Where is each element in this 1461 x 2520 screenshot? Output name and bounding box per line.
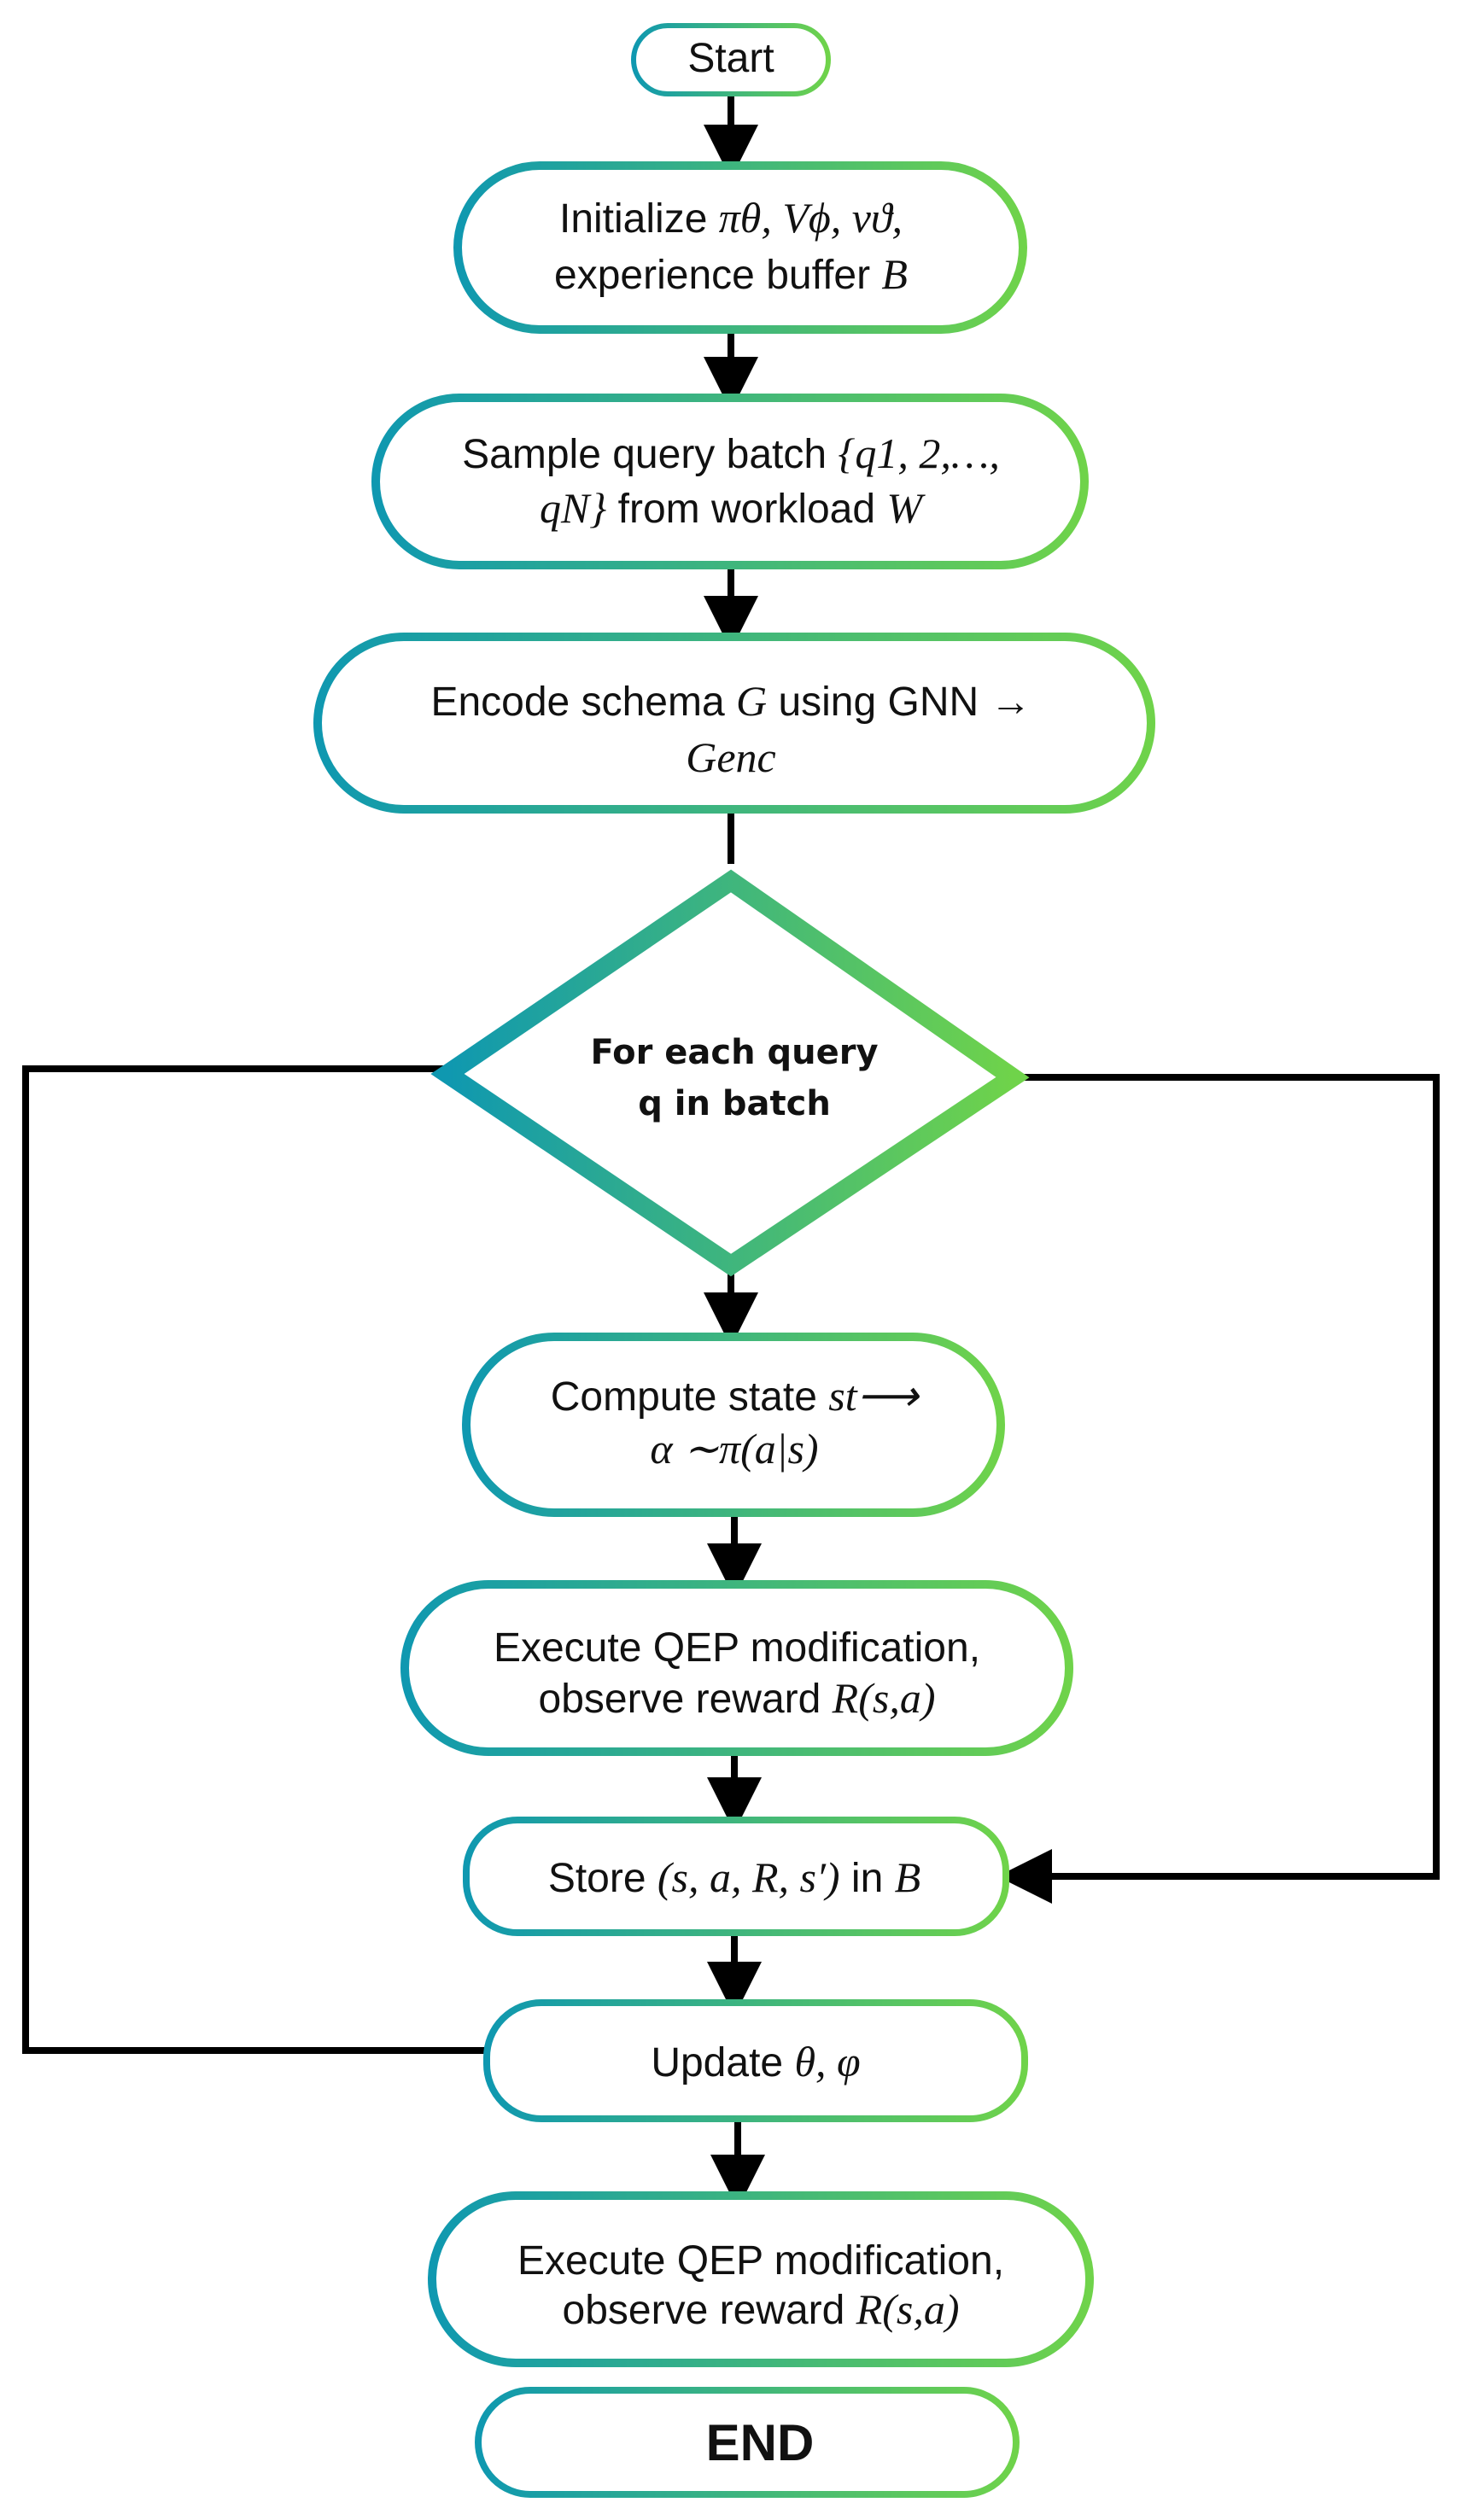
node-end-label: END <box>706 2414 815 2471</box>
node-update-line1: Update θ, φ <box>651 2038 860 2085</box>
node-execute-final-line1: Execute QEP modification, <box>517 2238 1004 2284</box>
node-compute-line1: Compute state st⟶ <box>551 1372 920 1420</box>
node-for-each-query-decision: For each query q in batch <box>430 869 1030 1277</box>
node-encode-schema: Encode schema G using GNN → Genc <box>313 633 1155 814</box>
node-loop-line2: q in batch <box>638 1084 831 1123</box>
node-sample-query-batch: Sample query batch {q1, 2,…, qN} from wo… <box>371 394 1089 569</box>
node-store-transition: Store (s, a, R, s′) in B <box>463 1817 1009 1936</box>
node-start-label: Start <box>687 36 774 81</box>
node-execute-qep-modification: Execute QEP modification, observe reward… <box>400 1580 1073 1756</box>
edge-loop-right-to-store <box>997 1074 1440 1904</box>
node-encode-line2: Genc <box>686 733 776 781</box>
node-execute-final-line2: observe reward R(s,a) <box>563 2285 960 2333</box>
node-sample-line1: Sample query batch {q1, 2,…, <box>462 429 1000 477</box>
node-compute-state: Compute state st⟶ α ∼π(a|s) <box>462 1333 1005 1517</box>
node-update-parameters: Update θ, φ <box>483 1999 1028 2122</box>
node-end: END <box>475 2387 1020 2498</box>
node-store-line1: Store (s, a, R, s′) in B <box>548 1853 920 1901</box>
node-compute-line2: α ∼π(a|s) <box>650 1425 818 1473</box>
node-initialize-line1: Initialize πθ, Vϕ, vϑ, <box>559 194 903 242</box>
node-execute-qep-modification-final: Execute QEP modification, observe reward… <box>428 2191 1094 2367</box>
edge-update-back-to-loop <box>22 1065 487 2054</box>
node-start: Start <box>631 23 831 96</box>
node-sample-line2: qN} from workload W <box>540 484 926 532</box>
node-execute-line1: Execute QEP modification, <box>494 1625 980 1671</box>
node-initialize: Initialize πθ, Vϕ, vϑ, experience buffer… <box>453 161 1027 334</box>
node-loop-line1: For each query <box>590 1033 878 1072</box>
node-execute-line2: observe reward R(s,a) <box>539 1674 936 1722</box>
node-initialize-line2: experience buffer B <box>554 250 908 298</box>
node-encode-line1: Encode schema G using GNN → <box>430 677 1031 725</box>
